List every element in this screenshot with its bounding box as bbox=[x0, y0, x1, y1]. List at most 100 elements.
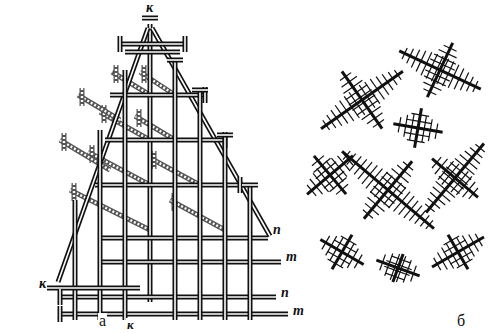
dendrite-branch bbox=[388, 72, 392, 78]
dendrite-branch bbox=[360, 159, 366, 167]
dendrite-branch bbox=[442, 248, 448, 258]
dendrite-branch bbox=[446, 252, 458, 259]
dendrite-branch bbox=[353, 80, 362, 87]
dendrite-branch bbox=[428, 130, 430, 141]
dendrite-branch bbox=[442, 261, 447, 270]
axis-letter: к bbox=[38, 277, 47, 291]
dendrite-branch bbox=[469, 182, 475, 190]
dendrite-branch bbox=[469, 234, 474, 243]
dendrite-stem bbox=[307, 156, 353, 195]
dendrite-branch bbox=[434, 203, 440, 208]
dendrite-branch bbox=[406, 115, 408, 126]
dendrite-branch bbox=[376, 204, 384, 211]
dendrite-branch bbox=[398, 75, 401, 80]
dendrite-branch bbox=[307, 185, 312, 190]
dendrite-branch bbox=[416, 61, 421, 71]
dendrite-branch bbox=[444, 246, 455, 252]
bar bbox=[95, 183, 240, 188]
dendrite-branch bbox=[396, 180, 406, 188]
dendrite-branch bbox=[402, 192, 410, 202]
dendrite-branch bbox=[382, 176, 392, 185]
dendrite-branch bbox=[446, 161, 454, 170]
dendrite-branch bbox=[450, 48, 456, 51]
dendrite-branch bbox=[316, 187, 322, 195]
dendrite-branch bbox=[343, 155, 347, 159]
bar bbox=[123, 70, 128, 320]
dendrite-stem bbox=[314, 156, 346, 194]
bar-core bbox=[224, 135, 226, 320]
dendrite-stem bbox=[321, 71, 403, 128]
dendrite-branch bbox=[434, 258, 438, 264]
dendrite-branch bbox=[475, 234, 479, 240]
dendrite-branch bbox=[341, 236, 349, 241]
dendrite-branch bbox=[349, 76, 357, 81]
dendrite-branch bbox=[430, 192, 438, 198]
dendrite-branch bbox=[374, 186, 384, 195]
dendrite-branch bbox=[464, 72, 468, 81]
dendrite-branch bbox=[455, 240, 466, 246]
dendrite-branch bbox=[392, 256, 401, 259]
panel-letter: а bbox=[98, 313, 107, 329]
dendrite-branch bbox=[411, 201, 418, 209]
dendrite-branch bbox=[370, 79, 377, 89]
dendrite-branch bbox=[416, 50, 420, 59]
dendrite-branch bbox=[373, 123, 379, 127]
dendrite-branch bbox=[380, 262, 383, 270]
dendrite-branch bbox=[420, 221, 425, 226]
dendrite-branch bbox=[347, 111, 354, 121]
dendrite-branch bbox=[393, 78, 397, 84]
dendrite-branch bbox=[476, 153, 482, 158]
dendrite-branch bbox=[437, 264, 441, 270]
bar bbox=[183, 36, 188, 52]
dendrite-branch bbox=[404, 171, 411, 177]
bar bbox=[80, 88, 85, 106]
bar-core bbox=[184, 36, 186, 52]
dendrite-branch bbox=[334, 171, 344, 180]
bar-core bbox=[95, 184, 240, 186]
dendrite-branch bbox=[335, 264, 343, 269]
dendrite-branch bbox=[411, 274, 414, 282]
dendrite-branch bbox=[441, 159, 447, 167]
dendrite-branch bbox=[464, 176, 472, 185]
dendrite-branch bbox=[350, 163, 355, 170]
dendrite-branch bbox=[330, 185, 338, 192]
bar bbox=[120, 42, 185, 47]
bar bbox=[217, 133, 233, 138]
dendrite-branch bbox=[432, 86, 441, 90]
dendrite-branch bbox=[433, 187, 442, 194]
dendrite-branch bbox=[331, 110, 336, 118]
dendrite-branch bbox=[439, 50, 448, 54]
dendrite-branch bbox=[428, 198, 434, 203]
dendrite-branch bbox=[404, 209, 411, 217]
dendrite-branch bbox=[342, 184, 348, 189]
dendrite-branch bbox=[399, 205, 407, 214]
dendrite-branch bbox=[425, 204, 430, 208]
dendrite-branch bbox=[400, 176, 408, 183]
bar-core bbox=[81, 88, 83, 106]
dendrite-branch bbox=[367, 118, 375, 123]
dendrite-stem bbox=[432, 159, 478, 198]
dendrite-branch bbox=[415, 217, 420, 224]
bar bbox=[72, 183, 77, 201]
dendrite-branch bbox=[411, 59, 415, 68]
bar bbox=[58, 289, 63, 305]
dendrite-branch bbox=[407, 119, 419, 121]
dendrite-branch bbox=[460, 155, 469, 162]
dendrite-branch bbox=[402, 54, 405, 60]
dendrite-branch bbox=[457, 264, 465, 269]
dendrite-branch bbox=[358, 255, 362, 262]
axis-letter: п bbox=[272, 223, 282, 237]
bar-core bbox=[120, 43, 185, 45]
bar-core bbox=[242, 184, 258, 186]
bar-core bbox=[63, 133, 65, 151]
dendrite-branch bbox=[403, 162, 408, 166]
dendrite-branch bbox=[419, 121, 431, 123]
dendrite-branch bbox=[451, 182, 460, 192]
dendrite-branch bbox=[384, 195, 394, 204]
dendrite-branch bbox=[351, 154, 356, 159]
dendrite-branch bbox=[354, 167, 360, 175]
bar bbox=[114, 65, 119, 83]
dendrite-branch bbox=[455, 158, 465, 166]
bar-core bbox=[40, 287, 140, 289]
